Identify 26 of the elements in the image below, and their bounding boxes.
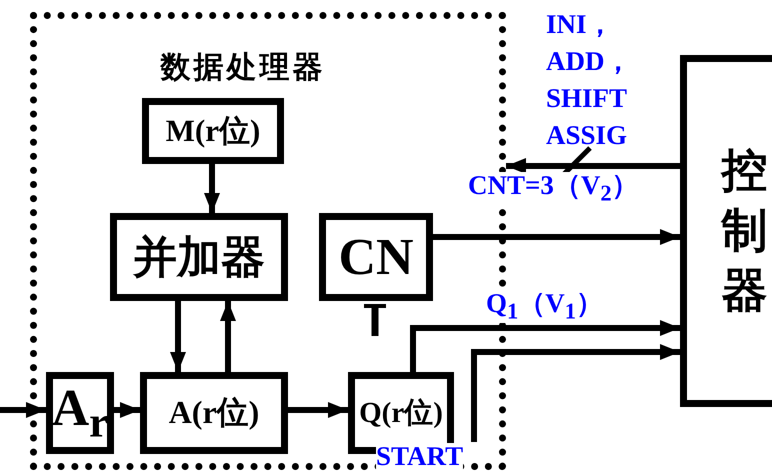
register-box	[319, 213, 433, 301]
box-label: 并加器	[133, 232, 265, 284]
frame-title: 数据处理器	[160, 50, 326, 86]
box-label: 控制器	[722, 144, 768, 318]
box-label: Q(r位)	[359, 396, 443, 431]
controller-box	[680, 55, 772, 407]
arrow	[0, 402, 46, 418]
register-box	[140, 372, 288, 454]
arrow	[170, 301, 186, 372]
register-box	[46, 372, 114, 454]
register-box	[142, 98, 284, 164]
register-box	[110, 213, 288, 301]
arrow	[433, 229, 680, 245]
box-label: A$_{r}$	[52, 378, 108, 448]
arrow	[410, 320, 680, 372]
arrow	[288, 402, 348, 418]
arrow	[204, 164, 220, 213]
edge-label: START	[376, 443, 464, 470]
box-label: M(r位)	[166, 112, 260, 150]
arrow	[114, 402, 140, 418]
arrow	[471, 344, 680, 442]
arrow	[220, 301, 236, 372]
arrow	[506, 158, 680, 174]
box-label: CN	[338, 228, 414, 286]
box-label: A(r位)	[168, 393, 260, 432]
edge-label: INI，ADD，SHIFT ASSIG	[546, 8, 632, 152]
